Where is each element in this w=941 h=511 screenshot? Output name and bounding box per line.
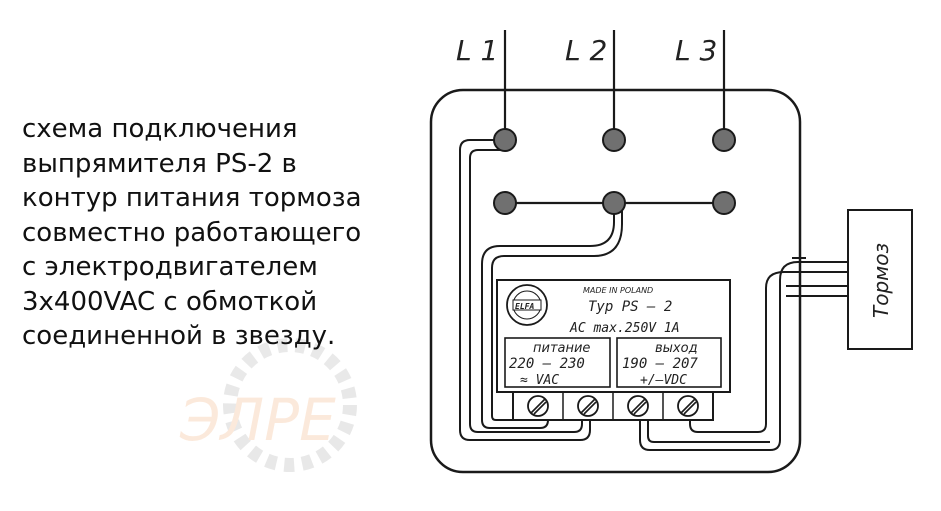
supply-lines bbox=[503, 30, 726, 140]
cable-gland bbox=[786, 257, 848, 297]
elfa-logo bbox=[506, 284, 548, 326]
output-range: 190 – 207 bbox=[622, 356, 698, 372]
phase-label-l3: L 3 bbox=[675, 34, 717, 67]
caption-line: схема подключения bbox=[22, 114, 298, 144]
motor-terminals bbox=[493, 128, 736, 215]
phase-label-l1: L 1 bbox=[456, 34, 498, 67]
rating-label: AC max.250V 1A bbox=[569, 321, 680, 336]
caption-line: 3x400VAC с обмоткой bbox=[22, 286, 318, 317]
output-title: выход bbox=[655, 341, 698, 356]
caption-line: с электродвигателем bbox=[22, 252, 318, 282]
caption-line: совместно работающего bbox=[22, 217, 362, 248]
watermark: ЭЛРЕ bbox=[179, 338, 357, 472]
terminal-w1 bbox=[712, 128, 736, 152]
input-title: питание bbox=[533, 341, 590, 356]
terminal-w2 bbox=[493, 191, 517, 215]
type-label: Typ PS – 2 bbox=[588, 299, 672, 315]
terminal-u1 bbox=[493, 128, 517, 152]
made-in-label: MADE IN POLAND bbox=[583, 286, 653, 295]
brake-box bbox=[847, 209, 913, 350]
terminal-box bbox=[429, 88, 802, 474]
caption-line: контур питания тормоза bbox=[22, 183, 362, 213]
elfa-logo-text: ELFA bbox=[515, 302, 534, 311]
input-range: 220 – 230 bbox=[509, 356, 585, 372]
input-unit: ≈ VAC bbox=[520, 373, 559, 388]
output-unit: +/–VDC bbox=[640, 373, 687, 388]
svg-text:ЭЛРЕ: ЭЛРЕ bbox=[179, 386, 336, 454]
caption-line: выпрямителя PS-2 в bbox=[22, 148, 297, 179]
brake-label: Тормоз bbox=[869, 243, 893, 318]
caption-line: соединенной в звезду. bbox=[22, 321, 336, 351]
phase-label-l2: L 2 bbox=[565, 34, 607, 67]
diagram-caption: схема подключения выпрямителя PS-2 в кон… bbox=[22, 112, 412, 354]
wiring bbox=[459, 139, 848, 451]
terminal-v2 bbox=[712, 191, 736, 215]
terminal-u2 bbox=[602, 191, 626, 215]
terminal-v1 bbox=[602, 128, 626, 152]
rectifier-ps2: ELFA MADE IN POLAND Typ PS – 2 AC max.25… bbox=[496, 279, 731, 421]
